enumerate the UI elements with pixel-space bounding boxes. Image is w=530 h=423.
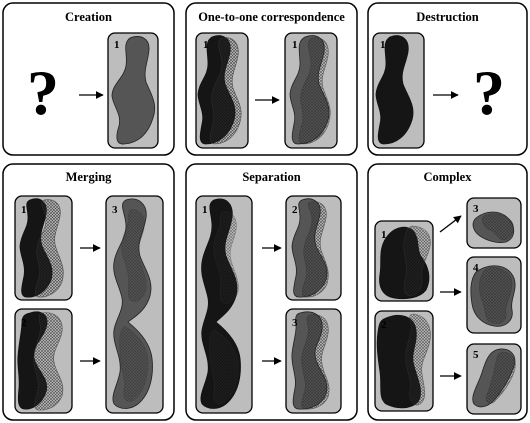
region-card: 1	[108, 33, 158, 148]
panel-title: Separation	[242, 170, 300, 184]
region-card: 2	[15, 309, 72, 413]
region-label: 1	[114, 39, 120, 51]
region-card: 1	[375, 221, 433, 301]
region-label: 1	[292, 39, 298, 51]
region-label: 1	[21, 204, 27, 216]
panel-separation: Separation 1 2 3	[186, 164, 357, 420]
panel-title: Creation	[65, 10, 112, 24]
region-card: 5	[467, 344, 521, 414]
region-card: 4	[467, 257, 521, 333]
panel-one-to-one: One-to-one correspondence 1 1	[186, 3, 357, 155]
region-label: 4	[473, 262, 479, 274]
region-label: 3	[292, 317, 298, 329]
question-mark: ?	[27, 57, 59, 128]
panel-merging: Merging 1 2 3	[3, 164, 174, 420]
region-card: 3	[467, 198, 521, 248]
panel-title: One-to-one correspondence	[198, 10, 345, 24]
panel-title: Destruction	[416, 10, 479, 24]
region-label: 3	[473, 203, 479, 215]
region-label: 5	[473, 349, 479, 361]
region-label: 1	[203, 39, 209, 51]
region-card: 1	[285, 33, 337, 148]
region-card: 2	[375, 311, 433, 411]
region-card: 3	[286, 309, 341, 413]
panel-title: Complex	[424, 170, 473, 184]
region-label: 1	[380, 39, 386, 51]
region-label: 2	[381, 319, 387, 331]
panel-creation: Creation ? 1	[3, 3, 174, 155]
region-card: 1	[15, 196, 72, 300]
region-label: 1	[202, 204, 208, 216]
region-label: 3	[112, 204, 118, 216]
region-label: 1	[381, 229, 387, 241]
region-card: 3	[106, 196, 163, 413]
panel-complex: Complex 1 2 3 4	[368, 164, 527, 420]
panel-title: Merging	[66, 170, 113, 184]
panel-destruction: Destruction 1 ?	[368, 3, 527, 155]
region-label: 2	[292, 204, 298, 216]
region-card: 1	[196, 33, 248, 148]
region-card: 2	[286, 196, 341, 300]
region-card: 1	[196, 196, 252, 413]
region-card: 1	[373, 33, 424, 148]
region-label: 2	[21, 317, 27, 329]
question-mark: ?	[473, 57, 505, 128]
